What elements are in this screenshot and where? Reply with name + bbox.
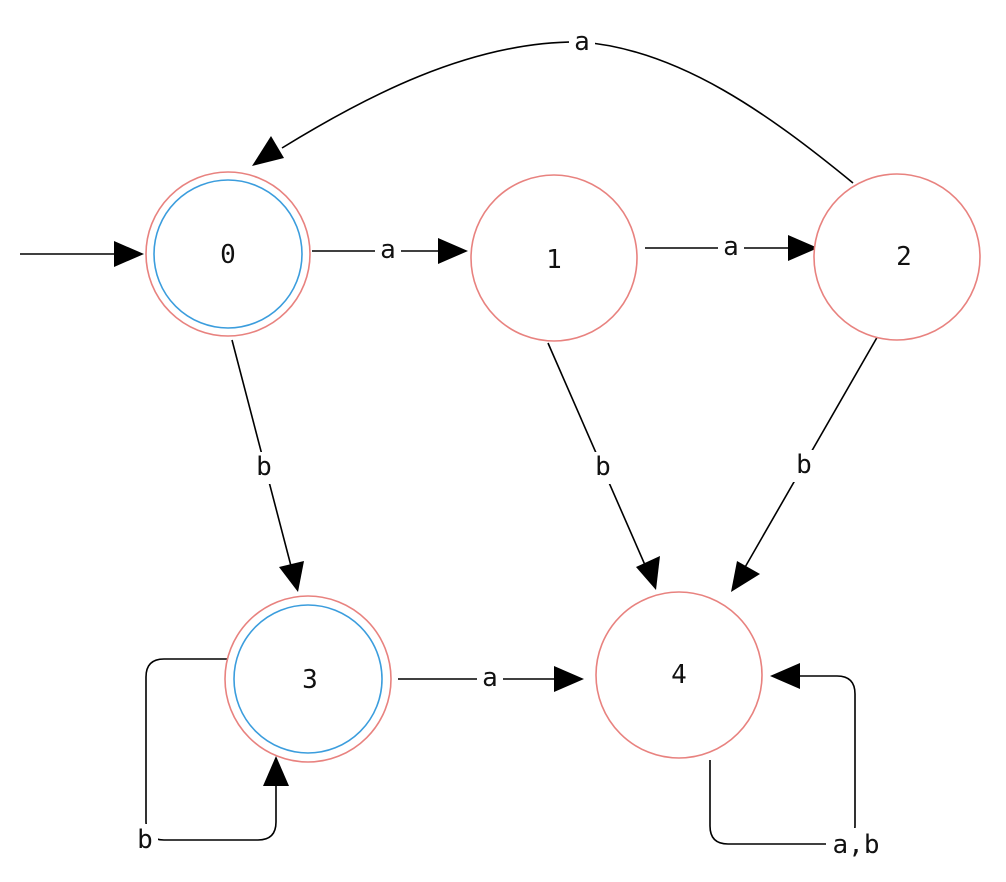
state-0: 0 [145,171,311,337]
transition-1-4: b [547,342,660,590]
transition-label-0-3: b [256,452,272,482]
state-3: 3 [224,595,392,763]
state-2: 2 [813,173,981,341]
transition-label-2-4: b [796,450,812,480]
state-1: 1 [470,174,638,342]
transition-2-0: a [252,27,854,184]
accepting-ring [233,604,383,754]
transition-3-3: b [132,658,289,856]
state-label-3: 3 [302,665,318,695]
transition-label-1-4: b [595,452,611,482]
transition-label-4-4: a,b [833,830,880,860]
transition-3-4: a [398,663,584,694]
transition-0-1: a [312,235,468,266]
transition-1-2: a [645,232,818,263]
state-label-2: 2 [896,242,912,272]
transition-label-3-3: b [137,825,153,855]
transition-label-2-0: a [574,27,590,57]
transition-label-0-1: a [380,235,396,265]
state-label-0: 0 [220,240,236,270]
transition-label-3-4: a [482,663,498,693]
transition-label-1-2: a [723,232,739,262]
state-label-1: 1 [546,245,562,275]
transition-4-4: a,b [709,663,886,860]
state-label-4: 4 [671,660,687,690]
transition-2-4: b [731,333,880,592]
accepting-ring [153,179,303,329]
start-arrow [20,241,144,267]
state-4: 4 [595,591,763,759]
transition-0-3: b [231,339,304,592]
